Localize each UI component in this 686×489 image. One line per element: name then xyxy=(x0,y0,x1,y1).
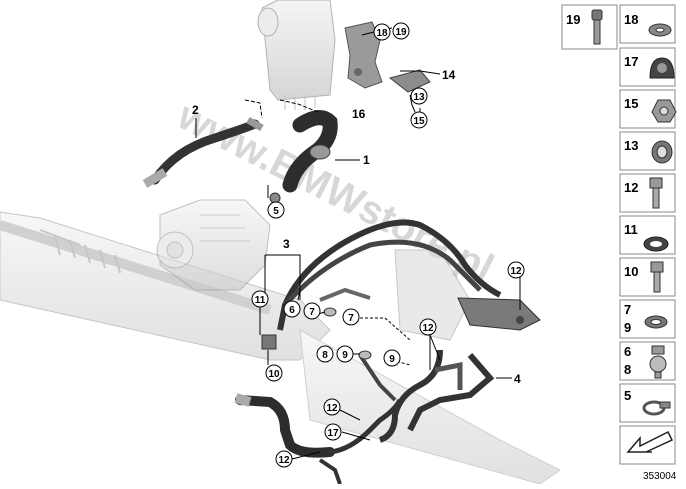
svg-text:5: 5 xyxy=(273,206,279,217)
svg-text:13: 13 xyxy=(413,92,425,103)
circled-callout-12b: 12 xyxy=(419,318,437,336)
legend-cell-12: 12 xyxy=(619,173,676,213)
svg-text:10: 10 xyxy=(268,369,280,380)
svg-text:9: 9 xyxy=(342,350,348,361)
svg-text:9: 9 xyxy=(624,320,631,335)
svg-text:10: 10 xyxy=(624,264,638,279)
return-line-4 xyxy=(358,349,495,443)
svg-text:11: 11 xyxy=(255,295,266,306)
legend-cell-7-9: 7 9 xyxy=(619,299,676,339)
legend-cell-6-8: 6 8 xyxy=(619,341,676,381)
svg-text:11: 11 xyxy=(624,222,638,237)
diagram-id: 353004 xyxy=(643,471,677,482)
circled-callout-7b: 7 xyxy=(342,308,360,326)
legend-cell-13: 13 xyxy=(619,131,676,171)
circled-callout-5: 5 xyxy=(267,201,285,219)
circled-callout-12c: 12 xyxy=(323,398,341,416)
svg-text:8: 8 xyxy=(322,350,328,361)
parts-legend: 19 18 17 15 13 xyxy=(561,4,677,465)
svg-text:17: 17 xyxy=(327,428,339,439)
circled-callout-11: 11 xyxy=(251,290,269,308)
circled-callout-8: 8 xyxy=(316,345,334,363)
callout-14: 14 xyxy=(442,68,456,82)
hose-2 xyxy=(142,116,264,188)
circled-callout-17: 17 xyxy=(324,423,342,441)
circled-callouts: 5 6 7 7 8 9 9 10 11 12 12 12 12 13 15 17… xyxy=(251,22,525,468)
callout-16: 16 xyxy=(352,107,366,121)
washer-7 xyxy=(323,307,337,317)
svg-text:15: 15 xyxy=(624,96,638,111)
clip-14 xyxy=(388,69,431,93)
circled-callout-18: 18 xyxy=(373,23,391,41)
svg-text:9: 9 xyxy=(389,354,395,365)
pressure-line-3 xyxy=(277,219,502,331)
svg-text:7: 7 xyxy=(309,307,315,318)
callout-2: 2 xyxy=(192,103,199,117)
legend-cell-10: 10 xyxy=(619,257,676,297)
hose-clamp-5 xyxy=(269,192,281,204)
circled-callout-12d: 12 xyxy=(275,450,293,468)
legend-cell-19: 19 xyxy=(561,4,618,50)
hose-1 xyxy=(282,110,338,193)
svg-text:8: 8 xyxy=(624,362,631,377)
callout-4: 4 xyxy=(514,372,521,386)
svg-text:12: 12 xyxy=(624,180,638,195)
circled-callout-10: 10 xyxy=(265,364,283,382)
callout-3: 3 xyxy=(283,237,290,251)
legend-cell-5: 5 xyxy=(619,383,676,423)
svg-text:15: 15 xyxy=(413,116,425,127)
svg-text:13: 13 xyxy=(624,138,638,153)
circled-callout-6: 6 xyxy=(283,300,301,318)
power-steering-pump xyxy=(156,199,271,291)
svg-text:6: 6 xyxy=(289,305,295,316)
legend-cell-15: 15 xyxy=(619,89,677,129)
steering-rack xyxy=(0,211,561,485)
legend-cell-arrow xyxy=(619,425,676,465)
svg-text:7: 7 xyxy=(348,313,354,324)
svg-text:12: 12 xyxy=(422,323,434,334)
circled-callout-15: 15 xyxy=(410,111,428,129)
circled-callout-9b: 9 xyxy=(383,349,401,367)
circled-callout-9a: 9 xyxy=(336,345,354,363)
svg-text:6: 6 xyxy=(624,344,631,359)
svg-text:12: 12 xyxy=(510,266,522,277)
circled-callout-7a: 7 xyxy=(303,302,321,320)
svg-text:12: 12 xyxy=(278,455,290,466)
circled-callout-12a: 12 xyxy=(507,261,525,279)
leader-lines xyxy=(195,27,521,460)
bracket-12-right xyxy=(457,297,541,331)
reservoir xyxy=(257,0,336,110)
lower-return-hose xyxy=(234,393,403,485)
svg-text:12: 12 xyxy=(326,403,338,414)
svg-text:19: 19 xyxy=(395,27,407,38)
circled-callout-19: 19 xyxy=(392,22,410,40)
circled-callout-13: 13 xyxy=(410,87,428,105)
fitting-10 xyxy=(261,334,277,350)
svg-text:19: 19 xyxy=(566,12,580,27)
legend-cell-18: 18 xyxy=(619,4,676,44)
svg-text:18: 18 xyxy=(624,12,638,27)
plain-callouts: 1 2 3 4 14 16 xyxy=(192,68,521,386)
svg-text:7: 7 xyxy=(624,302,631,317)
legend-cell-11: 11 xyxy=(619,215,676,255)
callout-1: 1 xyxy=(363,153,370,167)
svg-text:5: 5 xyxy=(624,388,631,403)
svg-text:18: 18 xyxy=(376,28,388,39)
svg-text:17: 17 xyxy=(624,54,638,69)
washer-9 xyxy=(358,350,372,360)
legend-cell-17: 17 xyxy=(619,47,676,87)
